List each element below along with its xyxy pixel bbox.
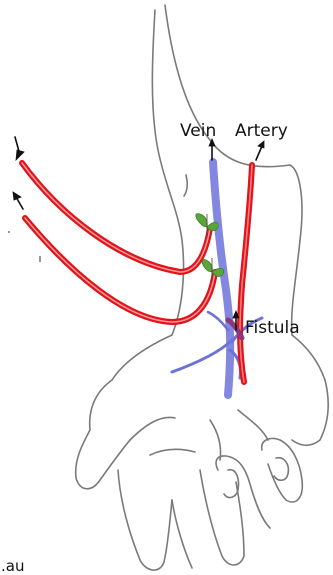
label-fistula: Fistula: [245, 318, 300, 338]
arm-hand-outline: [76, 5, 329, 570]
label-vein: Vein: [180, 121, 216, 141]
label-artery: Artery: [235, 121, 288, 141]
stray-marks: [8, 232, 40, 262]
dialysis-tube-upper: [22, 163, 210, 272]
artery: [240, 165, 252, 382]
credit-fragment: .au: [1, 557, 24, 575]
